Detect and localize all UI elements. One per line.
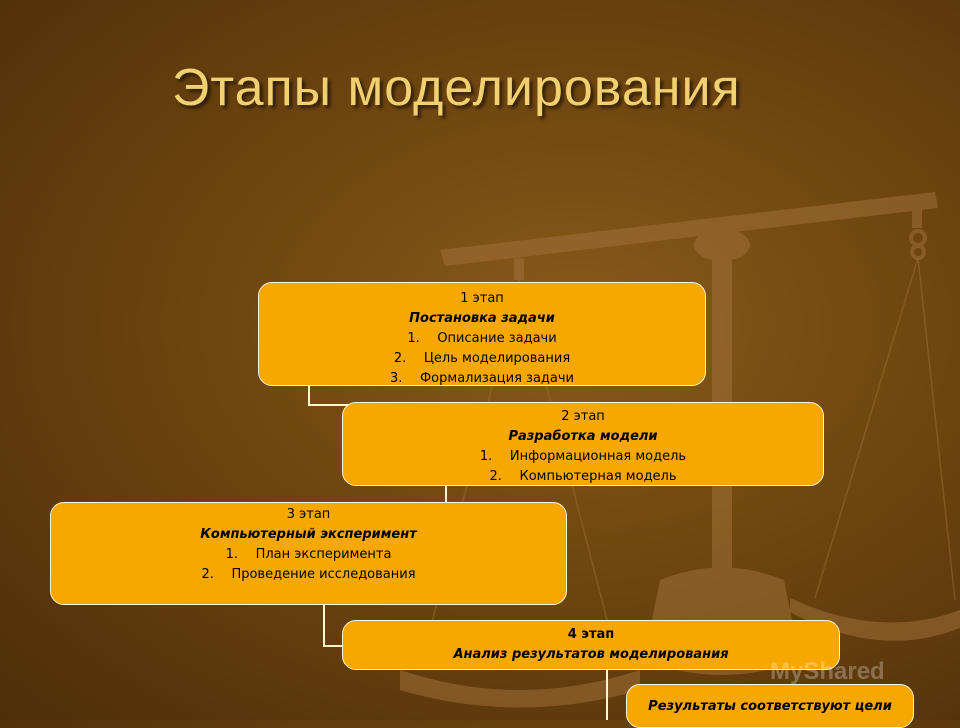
stage-2-name: Разработка модели [508,429,658,444]
stage-1-item: 1.Описание задачи [407,331,557,346]
slide-title: Этапы моделирования [172,59,741,117]
stage-3-item: 2.Проведение исследования [201,567,416,582]
stage-4-box: 4 этап Анализ результатов моделирования [342,620,840,670]
stage-1-item: 2.Цель моделирования [393,351,571,366]
stage-3-name: Компьютерный эксперимент [200,527,417,542]
stage-4-label: 4 этап [567,627,615,642]
stage-4-name: Анализ результатов моделирования [453,647,729,662]
stage-1-box: 1 этап Постановка задачи 1.Описание зада… [258,282,706,386]
stage-3-item: 1.План эксперимента [225,547,392,562]
result-text: Результаты соответствуют цели [648,699,892,714]
result-box: Результаты соответствуют цели [626,684,914,728]
stage-2-list: 1.Информационная модель 2.Компьютерная м… [343,447,823,487]
stage-2-item: 2.Компьютерная модель [489,469,677,484]
watermark: MyShared [770,658,885,685]
stage-3-box: 3 этап Компьютерный эксперимент 1.План э… [50,502,567,605]
stage-3-list: 1.План эксперимента 2.Проведение исследо… [51,545,566,585]
connector-3-4 [323,605,347,647]
stage-1-name: Постановка задачи [409,311,555,326]
stage-3-label: 3 этап [286,507,331,522]
stage-2-box: 2 этап Разработка модели 1.Информационна… [342,402,824,486]
stage-1-label: 1 этап [460,291,504,306]
connector-4-result [606,670,628,720]
stage-1-list: 1.Описание задачи 2.Цель моделирования 3… [259,329,705,389]
stage-1-item: 3.Формализация задачи [389,371,575,386]
stage-2-label: 2 этап [561,409,605,424]
stage-2-item: 1.Информационная модель [479,449,687,464]
